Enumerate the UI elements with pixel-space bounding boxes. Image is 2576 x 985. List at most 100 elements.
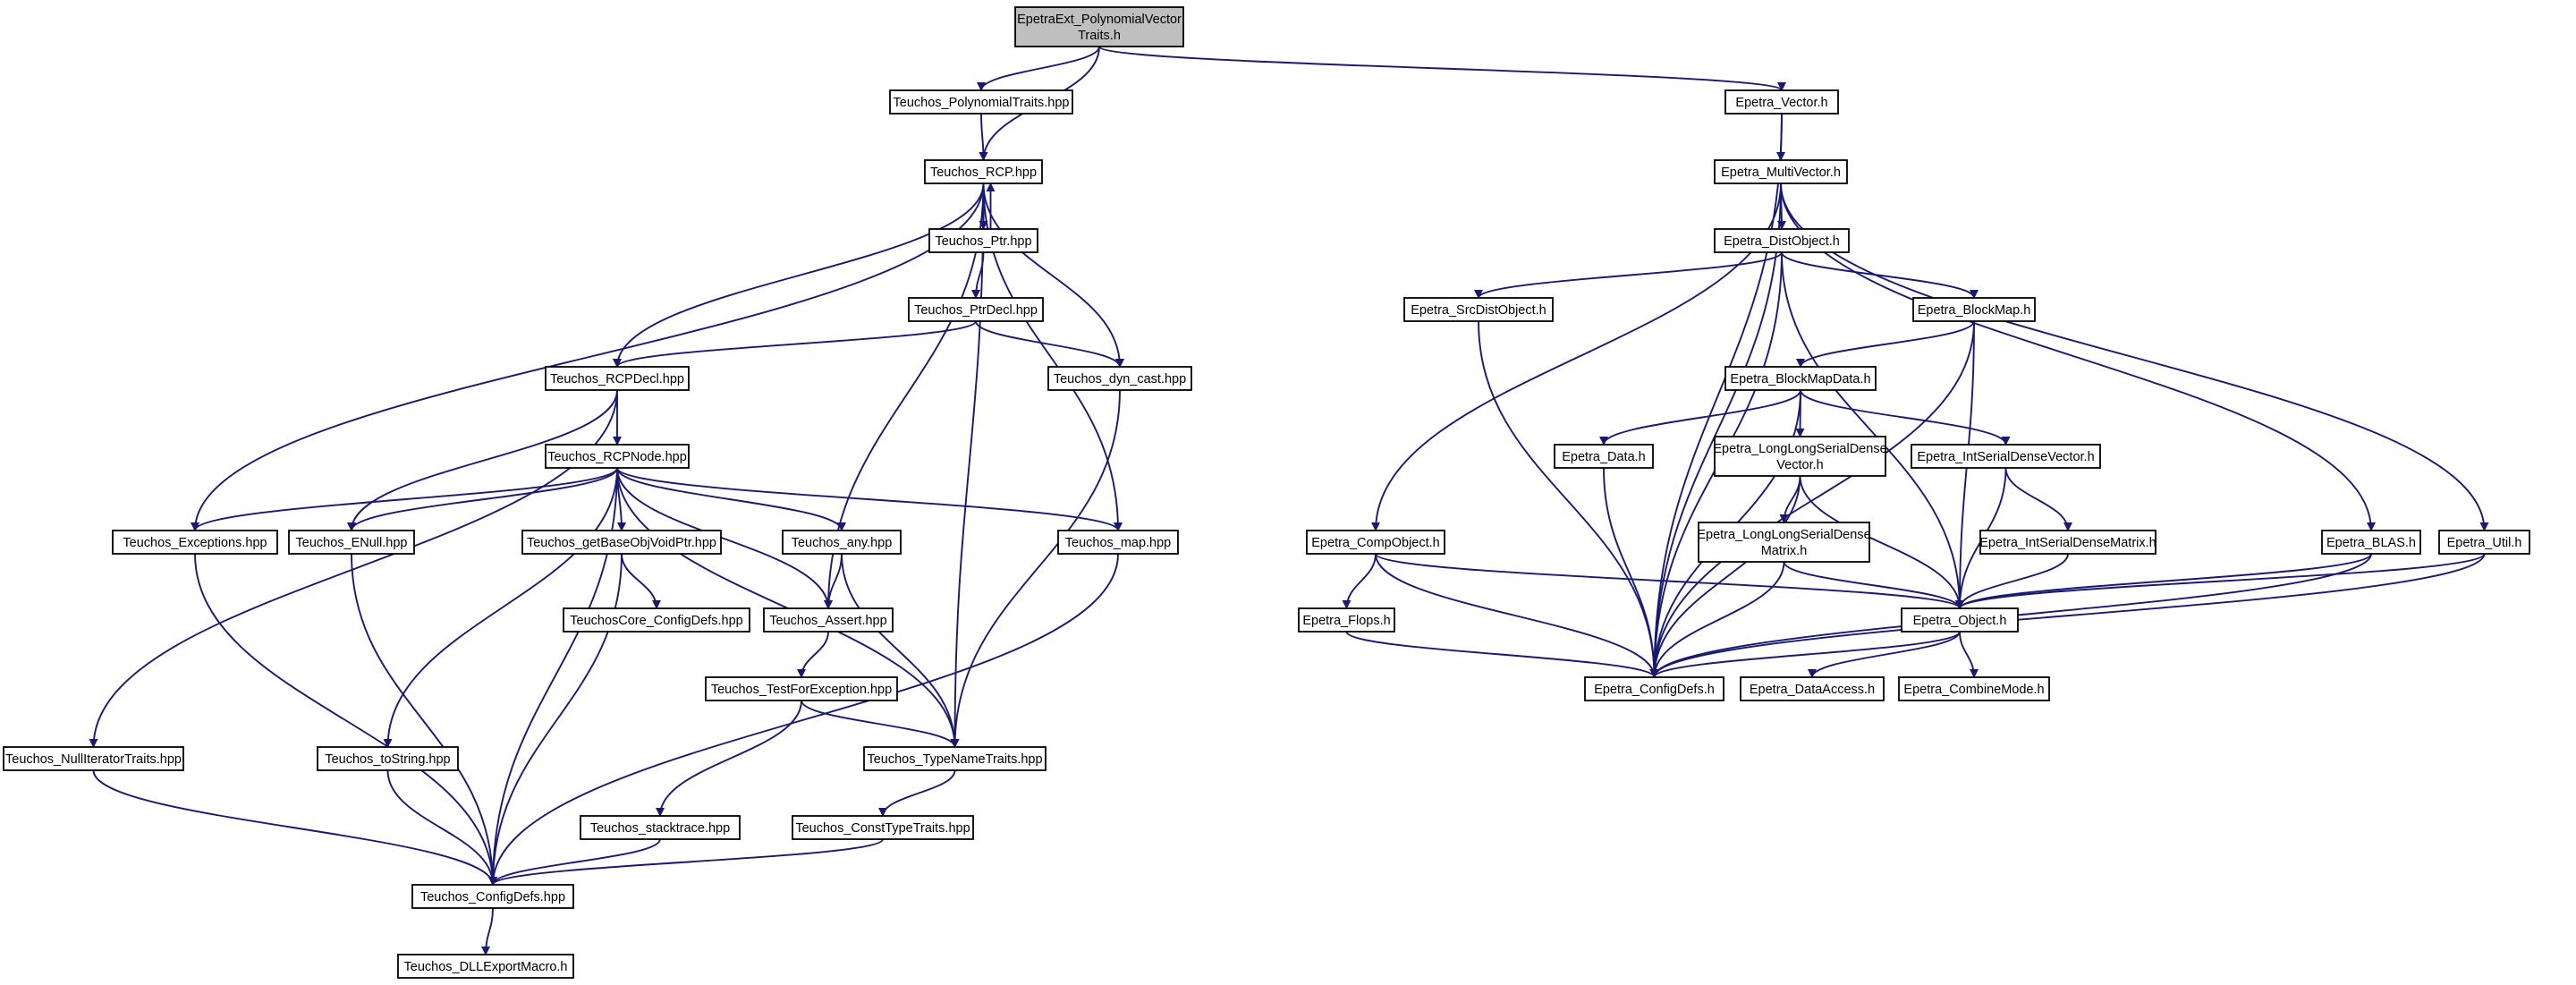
node-teuchos-map[interactable]: Teuchos_map.hpp bbox=[1057, 530, 1179, 555]
node-epetra-configdefs[interactable]: Epetra_ConfigDefs.h bbox=[1584, 676, 1724, 701]
node-teuchos-getbaseobjvoidptr[interactable]: Teuchos_getBaseObjVoidPtr.hpp bbox=[521, 530, 722, 555]
node-teuchoscore-configdefs[interactable]: TeuchosCore_ConfigDefs.hpp bbox=[563, 607, 750, 633]
node-box[interactable] bbox=[1403, 297, 1554, 322]
edge-epetra_multivector-to-epetra_configdefs bbox=[1649, 183, 1782, 678]
node-box[interactable] bbox=[1724, 89, 1839, 115]
node-box[interactable] bbox=[397, 954, 574, 979]
node-teuchos-polynomialtraits[interactable]: Teuchos_PolynomialTraits.hpp bbox=[889, 89, 1073, 115]
node-box[interactable] bbox=[763, 607, 894, 633]
node-epetra-blas[interactable]: Epetra_BLAS.h bbox=[2321, 530, 2421, 555]
node-box[interactable] bbox=[1306, 530, 1445, 555]
node-box[interactable] bbox=[1724, 366, 1877, 391]
node-box[interactable] bbox=[792, 815, 974, 840]
node-box[interactable] bbox=[1911, 444, 2101, 469]
node-box[interactable] bbox=[1584, 676, 1724, 701]
node-epetra-intserialdensevector[interactable]: Epetra_IntSerialDenseVector.h bbox=[1911, 444, 2101, 469]
node-epetra-srcdistobject[interactable]: Epetra_SrcDistObject.h bbox=[1403, 297, 1554, 322]
node-box[interactable] bbox=[1912, 297, 2036, 322]
node-box[interactable] bbox=[545, 444, 690, 469]
node-label: Teuchos_RCPDecl.hpp bbox=[550, 372, 684, 386]
node-box[interactable] bbox=[889, 89, 1073, 115]
node-box[interactable] bbox=[1740, 676, 1885, 701]
node-box[interactable] bbox=[1714, 228, 1850, 253]
node-box[interactable] bbox=[112, 530, 278, 555]
node-epetra-combinemode[interactable]: Epetra_CombineMode.h bbox=[1898, 676, 2050, 701]
node-box[interactable] bbox=[924, 159, 1043, 184]
node-box[interactable] bbox=[545, 366, 690, 391]
node-box[interactable] bbox=[1014, 6, 1184, 47]
node-box[interactable] bbox=[1901, 607, 2019, 633]
node-box[interactable] bbox=[3, 746, 184, 771]
node-label: Vector.h bbox=[1776, 458, 1823, 472]
node-teuchos-any[interactable]: Teuchos_any.hpp bbox=[782, 530, 902, 555]
edge-teuchos_map-to-teuchos_configdefs bbox=[488, 553, 1119, 886]
edge-epetra_util-to-epetra_object bbox=[1955, 553, 2486, 609]
node-teuchos-dyn-cast[interactable]: Teuchos_dyn_cast.hpp bbox=[1047, 366, 1192, 391]
node-box[interactable] bbox=[928, 228, 1038, 253]
node-epetra-blockmap[interactable]: Epetra_BlockMap.h bbox=[1912, 297, 2036, 322]
node-teuchos-consttypetraits[interactable]: Teuchos_ConstTypeTraits.hpp bbox=[792, 815, 974, 840]
node-box[interactable] bbox=[317, 746, 459, 771]
node-teuchos-assert[interactable]: Teuchos_Assert.hpp bbox=[763, 607, 894, 633]
node-box[interactable] bbox=[580, 815, 741, 840]
node-box[interactable] bbox=[782, 530, 902, 555]
node-teuchos-enull[interactable]: Teuchos_ENull.hpp bbox=[288, 530, 415, 555]
node-teuchos-stacktrace[interactable]: Teuchos_stacktrace.hpp bbox=[580, 815, 741, 840]
edge-teuchos_any-to-teuchos_typenametraits bbox=[841, 553, 960, 748]
node-epetra-vector[interactable]: Epetra_Vector.h bbox=[1724, 89, 1839, 115]
node-epetra-blockmapdata[interactable]: Epetra_BlockMapData.h bbox=[1724, 366, 1877, 391]
node-label: Epetra_LongLongSerialDense bbox=[1713, 442, 1886, 456]
edge-teuchos_rcp-to-teuchos_typenametraits bbox=[950, 183, 985, 748]
node-box[interactable] bbox=[2438, 530, 2530, 555]
node-teuchos-rcp[interactable]: Teuchos_RCP.hpp bbox=[924, 159, 1043, 184]
edge-teuchos_getbaseobjvoidptr-to-teuchoscore_configdefs bbox=[621, 553, 661, 609]
node-epetra-object[interactable]: Epetra_Object.h bbox=[1901, 607, 2019, 633]
node-box[interactable] bbox=[705, 676, 898, 701]
node-epetra-dataaccess[interactable]: Epetra_DataAccess.h bbox=[1740, 676, 1885, 701]
node-box[interactable] bbox=[1298, 607, 1395, 633]
node-box[interactable] bbox=[863, 746, 1046, 771]
node-box[interactable] bbox=[288, 530, 415, 555]
node-teuchos-ptr[interactable]: Teuchos_Ptr.hpp bbox=[928, 228, 1038, 253]
node-teuchos-typenametraits[interactable]: Teuchos_TypeNameTraits.hpp bbox=[863, 746, 1046, 771]
node-box[interactable] bbox=[1714, 436, 1886, 477]
node-teuchos-nulliteratortraits[interactable]: Teuchos_NullIteratorTraits.hpp bbox=[3, 746, 184, 771]
node-box[interactable] bbox=[1898, 676, 2050, 701]
node-teuchos-rcpnode[interactable]: Teuchos_RCPNode.hpp bbox=[545, 444, 690, 469]
node-box[interactable] bbox=[1047, 366, 1192, 391]
node-box[interactable] bbox=[2321, 530, 2421, 555]
edge-epetra_blockmap-to-epetra_blockmapdata bbox=[1796, 320, 1975, 368]
node-box[interactable] bbox=[1714, 159, 1848, 184]
node-epetra-multivector[interactable]: Epetra_MultiVector.h bbox=[1714, 159, 1848, 184]
node-teuchos-testforexception[interactable]: Teuchos_TestForException.hpp bbox=[705, 676, 898, 701]
node-teuchos-dllexportmacro[interactable]: Teuchos_DLLExportMacro.h bbox=[397, 954, 574, 979]
node-box[interactable] bbox=[1554, 444, 1654, 469]
node-box[interactable] bbox=[411, 884, 574, 909]
node-label: Teuchos_ConfigDefs.hpp bbox=[420, 890, 565, 904]
node-teuchos-configdefs[interactable]: Teuchos_ConfigDefs.hpp bbox=[411, 884, 574, 909]
edge-teuchos_tostring-to-teuchos_configdefs bbox=[386, 769, 497, 886]
node-teuchos-exceptions[interactable]: Teuchos_Exceptions.hpp bbox=[112, 530, 278, 555]
node-box[interactable] bbox=[1979, 530, 2157, 555]
node-epetra-compobject[interactable]: Epetra_CompObject.h bbox=[1306, 530, 1445, 555]
node-box[interactable] bbox=[1698, 522, 1870, 563]
node-teuchos-rcpdecl[interactable]: Teuchos_RCPDecl.hpp bbox=[545, 366, 690, 391]
edge-epetra_longlongserialdensevector-to-epetra_configdefs bbox=[1649, 475, 1801, 678]
node-label: Teuchos_Ptr.hpp bbox=[935, 234, 1031, 249]
node-epetra-util[interactable]: Epetra_Util.h bbox=[2438, 530, 2530, 555]
node-box[interactable] bbox=[563, 607, 750, 633]
node-box[interactable] bbox=[908, 297, 1044, 322]
node-epetra-intserialdensematrix[interactable]: Epetra_IntSerialDenseMatrix.h bbox=[1979, 530, 2157, 555]
node-box[interactable] bbox=[1057, 530, 1179, 555]
node-label: Epetra_BlockMapData.h bbox=[1730, 372, 1870, 386]
node-epetra-flops[interactable]: Epetra_Flops.h bbox=[1298, 607, 1395, 633]
edge-epetra_longlongserialdensematrix-to-epetra_object bbox=[1783, 561, 1964, 609]
node-box[interactable] bbox=[521, 530, 722, 555]
node-teuchos-ptrdecl[interactable]: Teuchos_PtrDecl.hpp bbox=[908, 297, 1044, 322]
node-epetra-data[interactable]: Epetra_Data.h bbox=[1554, 444, 1654, 469]
node-epetra-distobject[interactable]: Epetra_DistObject.h bbox=[1714, 228, 1850, 253]
node-teuchos-tostring[interactable]: Teuchos_toString.hpp bbox=[317, 746, 459, 771]
